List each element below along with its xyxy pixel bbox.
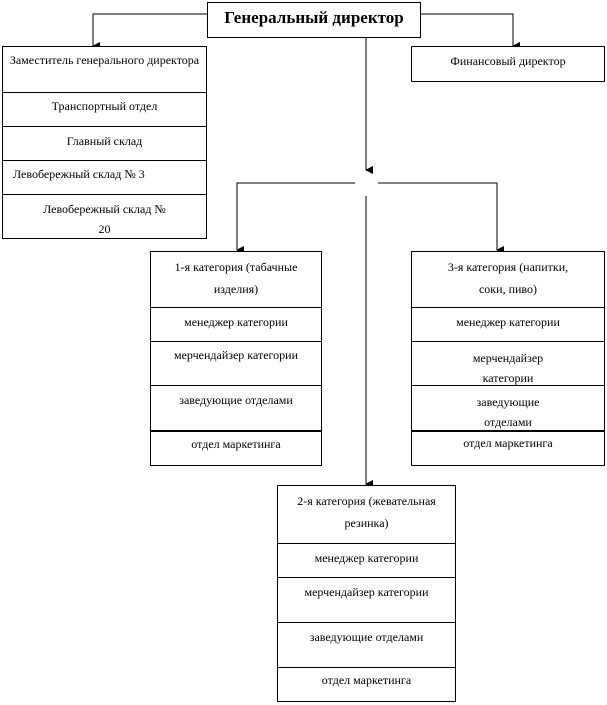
category-2-item: менеджер категории — [278, 544, 455, 578]
category-2-item: отдел маркетинга — [321, 673, 412, 687]
category-2-block: 2-я категория (жевательная резинка) мене… — [277, 485, 456, 702]
category-2-item: заведующие отделами — [278, 623, 455, 668]
category-3-item: заведующие отделами — [412, 386, 604, 432]
category-3-title: 3-я категория (напитки, соки, пиво) — [412, 252, 604, 308]
category-1-title: 1-я категория (табачные изделия) — [151, 252, 321, 308]
arrow-ceo-to-cfo — [421, 13, 520, 50]
ceo-box: Генеральный директор — [207, 2, 421, 38]
ceo-title: Генеральный директор — [224, 8, 404, 27]
deputy-item: Левобережный склад № 20 — [43, 202, 166, 236]
category-2-title: 2-я категория (жевательная резинка) — [278, 486, 455, 544]
deputy-item: Главный склад — [3, 127, 206, 161]
arrow-to-cat3 — [378, 182, 504, 254]
deputy-block: Заместитель генерального директора Транс… — [2, 46, 207, 239]
category-3-item: мерчендайзер категории — [412, 342, 604, 386]
category-1-item: отдел маркетинга — [191, 437, 281, 451]
category-1-item: менеджер категории — [151, 308, 321, 342]
category-1-item: мерчендайзер категории — [151, 342, 321, 386]
cfo-title: Финансовый директор — [450, 54, 566, 68]
cfo-box: Финансовый директор — [411, 46, 605, 82]
deputy-title: Заместитель генерального директора — [3, 47, 206, 93]
category-3-item: менеджер категории — [412, 308, 604, 342]
category-2-item: мерчендайзер категории — [278, 578, 455, 623]
category-3-block: 3-я категория (напитки, соки, пиво) мене… — [411, 251, 605, 466]
category-1-item: заведующие отделами — [151, 386, 321, 432]
category-3-item: отдел маркетинга — [463, 436, 553, 450]
deputy-item: Левобережный склад № 3 — [3, 161, 206, 195]
category-1-block: 1-я категория (табачные изделия) менедже… — [150, 251, 322, 466]
arrow-to-cat1 — [236, 182, 355, 254]
deputy-item: Транспортный отдел — [3, 93, 206, 127]
arrow-ceo-to-deputy — [92, 13, 207, 50]
